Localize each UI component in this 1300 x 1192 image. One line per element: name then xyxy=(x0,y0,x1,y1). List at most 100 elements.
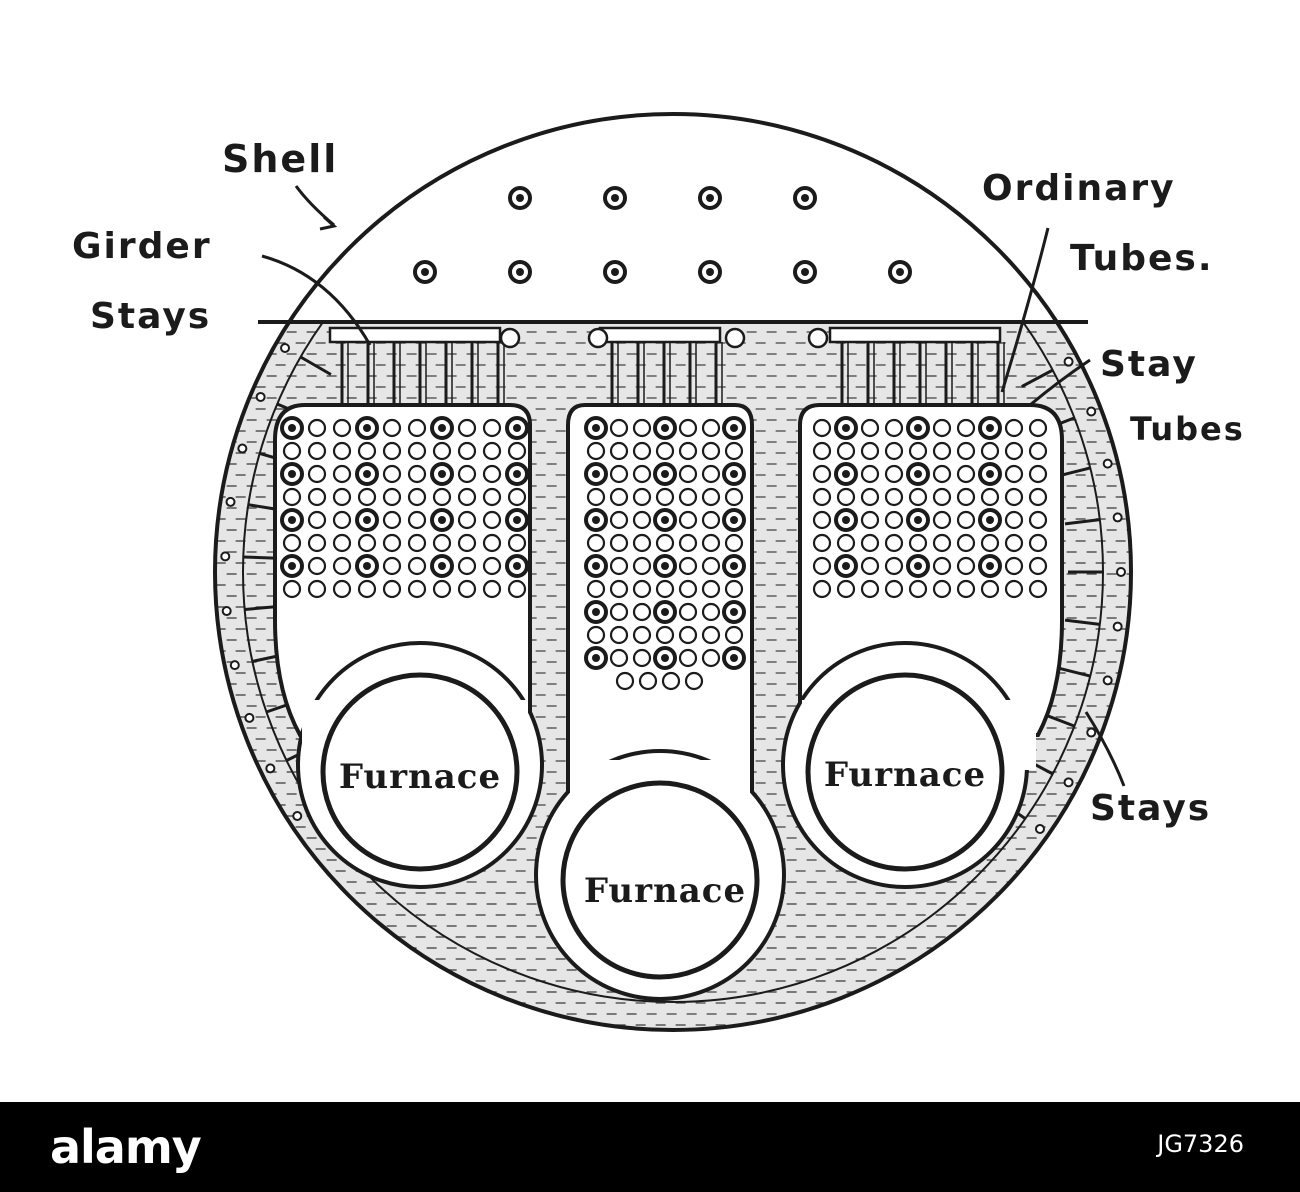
boiler-cross-section-diagram: Shell Girder Stays Ordinary Tubes. Stay … xyxy=(72,112,1243,1032)
stay-nut xyxy=(280,343,291,353)
stay-nut xyxy=(292,810,303,821)
ordinary-tube xyxy=(407,418,427,438)
stay-tube-core xyxy=(842,516,850,524)
ordinary-tube xyxy=(407,441,427,461)
ordinary-tube xyxy=(1004,533,1024,553)
stay-tube-core xyxy=(288,470,296,478)
ordinary-tubes-label-line1: Ordinary xyxy=(982,168,1176,209)
ordinary-tube xyxy=(1028,418,1048,438)
stay-tube-core xyxy=(914,424,922,432)
ordinary-tube xyxy=(632,418,652,438)
ordinary-tube xyxy=(956,441,976,461)
ordinary-tube xyxy=(812,464,832,484)
ordinary-tube xyxy=(678,625,698,645)
ordinary-tube xyxy=(482,556,502,576)
ordinary-tube xyxy=(382,464,402,484)
stay-nut xyxy=(221,606,232,617)
ordinary-tube xyxy=(884,510,904,530)
ordinary-tube xyxy=(678,464,698,484)
ordinary-tube xyxy=(382,418,402,438)
ordinary-tube xyxy=(407,510,427,530)
ordinary-tube xyxy=(812,579,832,599)
brand-logo: alamy xyxy=(50,1120,202,1174)
ordinary-tube xyxy=(1028,487,1048,507)
stay-tube-core xyxy=(363,424,371,432)
stay-tube-core xyxy=(288,562,296,570)
stay-tube-core xyxy=(842,424,850,432)
ordinary-tube xyxy=(701,602,721,622)
shell-label: Shell xyxy=(222,137,338,181)
ordinary-tube xyxy=(382,556,402,576)
ordinary-tube xyxy=(1004,418,1024,438)
ordinary-tube xyxy=(457,533,477,553)
ordinary-tube xyxy=(407,487,427,507)
crown-stay-nut xyxy=(499,327,521,349)
ordinary-tube xyxy=(701,625,721,645)
ordinary-tube xyxy=(507,579,527,599)
ordinary-tube xyxy=(724,487,744,507)
ordinary-tube xyxy=(812,418,832,438)
stay-tube-core xyxy=(592,654,600,662)
ordinary-tube xyxy=(586,487,606,507)
ordinary-tube xyxy=(332,487,352,507)
ordinary-tube xyxy=(307,510,327,530)
ordinary-tube xyxy=(482,579,502,599)
stay-nut xyxy=(1086,406,1097,417)
ordinary-tube xyxy=(884,487,904,507)
ordinary-tube xyxy=(609,510,629,530)
stay-tube-core xyxy=(706,194,714,202)
ordinary-tube xyxy=(956,464,976,484)
stay-tube-core xyxy=(730,516,738,524)
girder-bar xyxy=(828,326,1002,344)
ordinary-tube xyxy=(382,579,402,599)
stay-nut xyxy=(225,496,236,507)
ordinary-tube xyxy=(812,441,832,461)
stay-tube-core xyxy=(438,562,446,570)
ordinary-tube xyxy=(678,441,698,461)
shell-stay xyxy=(1021,368,1054,388)
crown-stay-nut xyxy=(807,327,829,349)
ordinary-tube xyxy=(655,625,675,645)
ordinary-tube xyxy=(1004,464,1024,484)
ordinary-tube xyxy=(980,533,1000,553)
ordinary-tube xyxy=(932,579,952,599)
stay-tube-core xyxy=(288,516,296,524)
ordinary-tube xyxy=(357,441,377,461)
ordinary-tube xyxy=(609,648,629,668)
ordinary-tube xyxy=(678,533,698,553)
ordinary-tube xyxy=(457,510,477,530)
stay-nut xyxy=(220,551,231,562)
ordinary-tube xyxy=(507,487,527,507)
furnace-center-label: Furnace xyxy=(584,871,746,911)
ordinary-tube xyxy=(382,510,402,530)
stay-tube-core xyxy=(438,470,446,478)
ordinary-tube xyxy=(609,579,629,599)
stay-tube-core xyxy=(661,562,669,570)
ordinary-tube xyxy=(724,441,744,461)
stay-nut xyxy=(1086,727,1097,738)
crown-stay-nut xyxy=(587,327,609,349)
ordinary-tube xyxy=(884,556,904,576)
girder-stays-label-line2: Stays xyxy=(90,296,211,337)
ordinary-tube xyxy=(1028,533,1048,553)
ordinary-tube xyxy=(307,441,327,461)
ordinary-tube xyxy=(307,579,327,599)
ordinary-tube xyxy=(980,487,1000,507)
stay-nut xyxy=(1102,458,1113,469)
crown-stay-nut xyxy=(724,327,746,349)
ordinary-tube xyxy=(678,510,698,530)
stay-tube-core xyxy=(288,424,296,432)
leader-lines xyxy=(261,185,1126,787)
ordinary-tube xyxy=(908,487,928,507)
ordinary-tube xyxy=(860,441,880,461)
ordinary-tube xyxy=(457,441,477,461)
ordinary-tubes-label-line2: Tubes. xyxy=(1070,238,1214,279)
ordinary-tube xyxy=(282,487,302,507)
stay-tube-core xyxy=(986,424,994,432)
ordinary-tube xyxy=(457,487,477,507)
stay-tube-core xyxy=(730,608,738,616)
ordinary-tube xyxy=(307,464,327,484)
ordinary-tube xyxy=(701,510,721,530)
stay-nut xyxy=(255,391,266,402)
stay-nut xyxy=(1102,675,1113,686)
